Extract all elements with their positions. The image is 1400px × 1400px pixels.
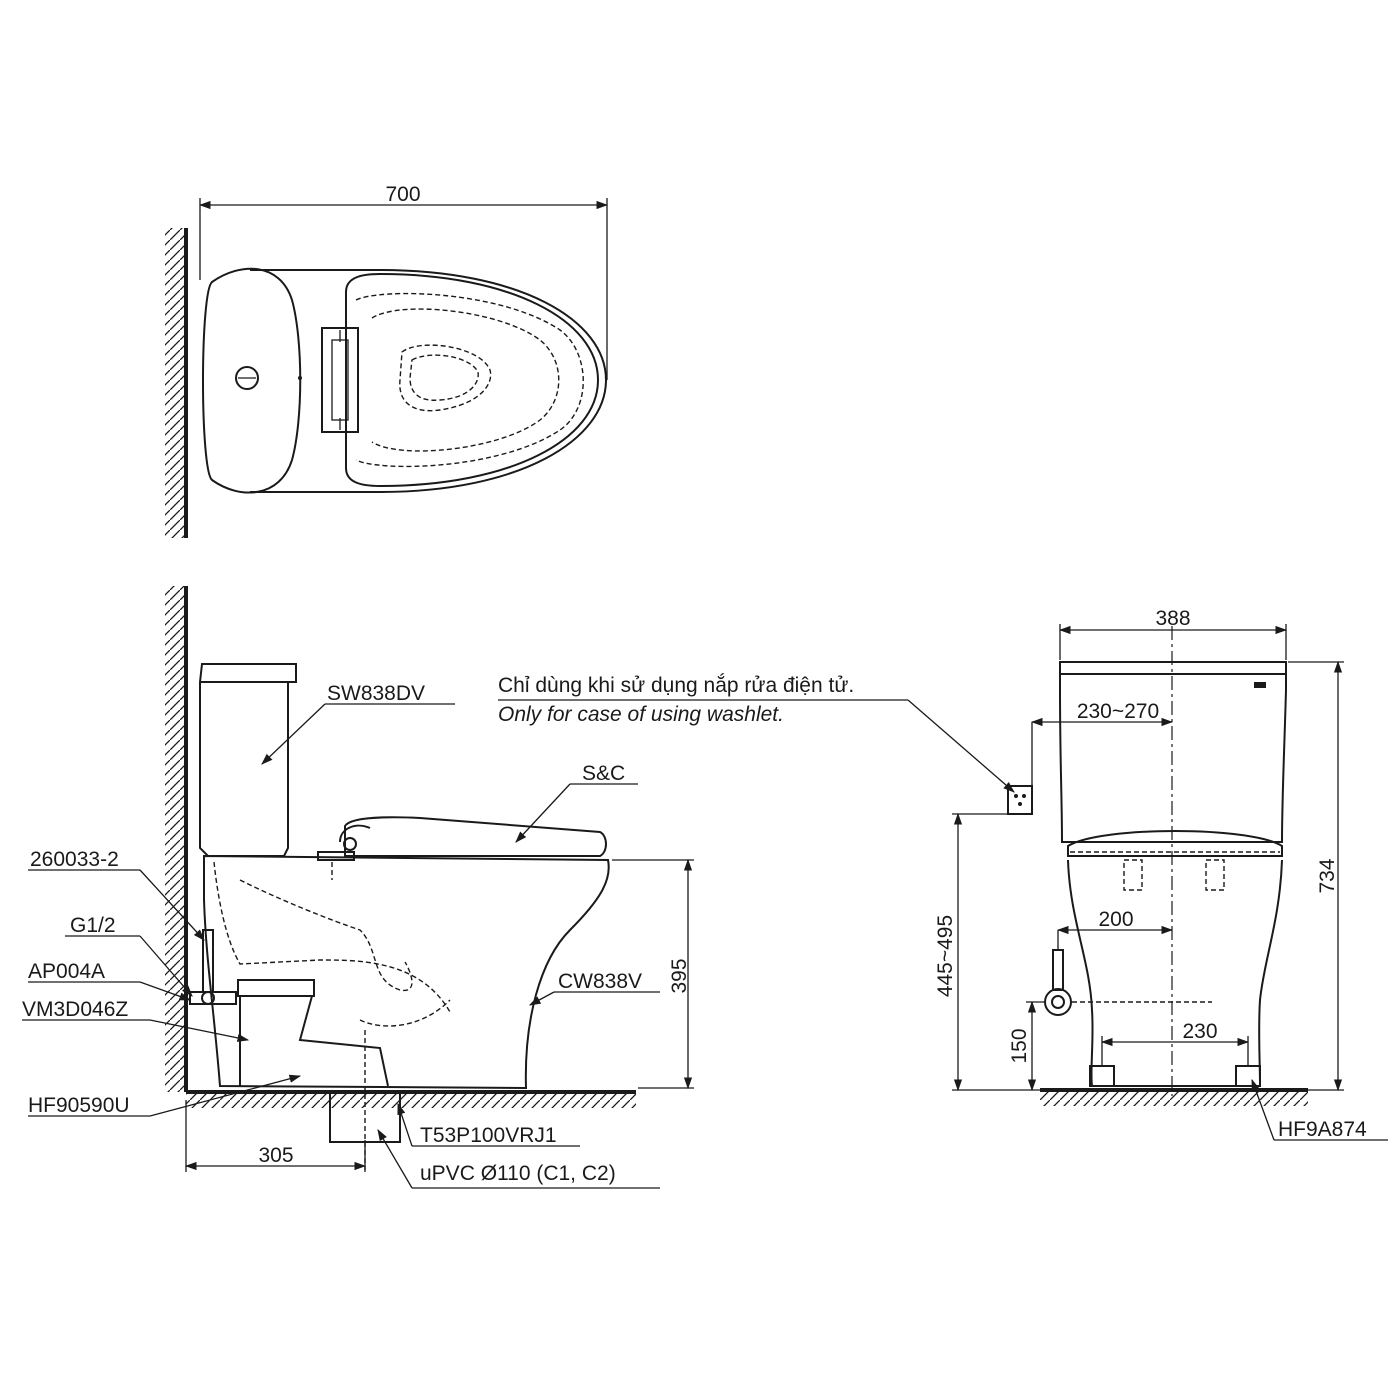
- top-wall-hatch: [165, 228, 185, 538]
- top-bowl-opening: [399, 344, 492, 412]
- top-seat: [345, 272, 600, 488]
- valve-label: 260033-2: [30, 848, 119, 871]
- pipe-label: uPVC Ø110 (C1, C2): [420, 1162, 616, 1185]
- side-bowl: [203, 854, 610, 1090]
- socket-offset-dim: 230~270: [1077, 700, 1159, 723]
- thread-label: G1/2: [70, 914, 116, 937]
- note-vietnamese: Chỉ dùng khi sử dụng nắp rửa điện tử.: [498, 674, 854, 697]
- hose-label: VM3D046Z: [22, 998, 128, 1021]
- washlet-note: Chỉ dùng khi sử dụng nắp rửa điện tử. On…: [498, 674, 1015, 793]
- inlet-offset-dim: 200: [1098, 908, 1133, 931]
- side-seat: [344, 816, 607, 857]
- top-hinge: [321, 327, 359, 433]
- inlet-height-dim: 150: [1008, 1028, 1031, 1063]
- note-english: Only for case of using washlet.: [498, 703, 784, 726]
- bolt-label: HF9A874: [1278, 1118, 1367, 1141]
- top-tank: [202, 267, 302, 494]
- flange-label: HF90590U: [28, 1094, 130, 1117]
- rough-in-dim: 305: [258, 1144, 293, 1167]
- front-width-dim: 388: [1155, 607, 1190, 630]
- bowl-label: CW838V: [558, 970, 642, 993]
- side-view: 395 305 SW838DV S&C CW838V 260033-2 G1/2…: [22, 586, 694, 1189]
- top-width-dim: 700: [385, 183, 420, 206]
- flush-button-icon: [235, 366, 259, 390]
- front-tank: [1059, 661, 1287, 843]
- front-inlet: [1044, 988, 1072, 1016]
- front-view: 388 230~270 734 445~495 200 150 230 HF9A…: [934, 607, 1388, 1141]
- top-view: 700: [165, 183, 609, 538]
- front-bowl: [1067, 859, 1283, 1087]
- bolt-left: [1089, 1065, 1115, 1087]
- side-tank: [199, 663, 297, 857]
- front-height-dim: 734: [1316, 858, 1339, 893]
- bolt-right: [1235, 1065, 1261, 1087]
- socket-height-dim: 445~495: [934, 915, 957, 997]
- outlet-gasket: [237, 979, 315, 997]
- seat-label: S&C: [582, 762, 625, 785]
- front-seat: [1067, 830, 1283, 857]
- side-height-dim: 395: [668, 958, 691, 993]
- tank-label: SW838DV: [327, 682, 425, 705]
- power-socket-icon: [1007, 785, 1033, 815]
- stop-label: AP004A: [28, 960, 105, 983]
- bolt-spacing-dim: 230: [1182, 1020, 1217, 1043]
- top-bowl: [250, 269, 608, 493]
- outlet-label: T53P100VRJ1: [420, 1124, 557, 1147]
